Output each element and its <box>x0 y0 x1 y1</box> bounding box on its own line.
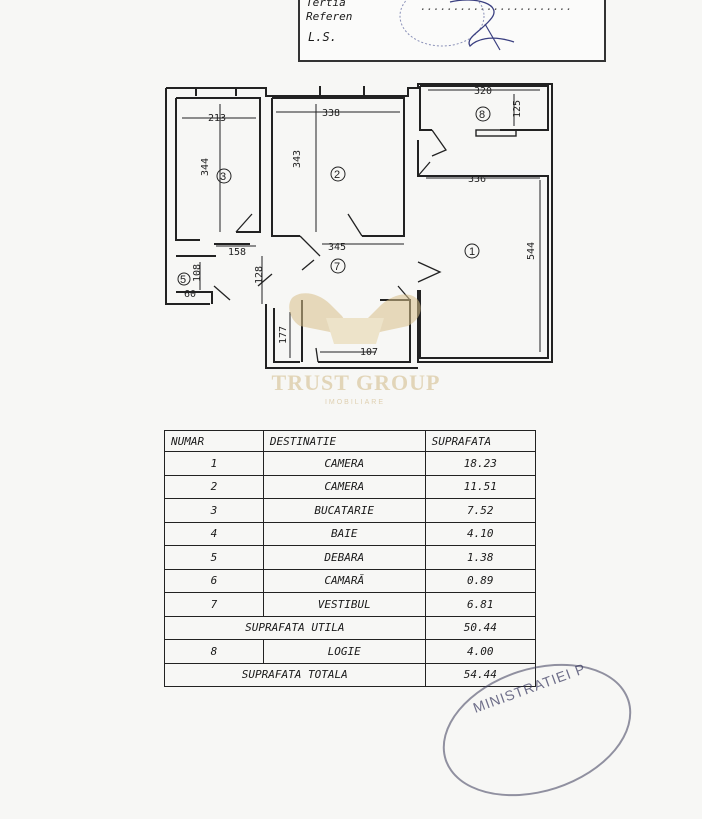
dim-320: 320 <box>474 86 492 97</box>
row-num: 6 <box>164 568 264 593</box>
room-8-label: 8 <box>479 109 485 121</box>
dim-108: 108 <box>192 264 203 282</box>
table-row: 4 BAIE 4.10 <box>164 521 537 546</box>
row-dest: CAMERA <box>262 474 426 499</box>
row-area: 6.81 <box>424 592 537 617</box>
row-area: 7.52 <box>424 498 537 523</box>
dim-158: 158 <box>228 247 246 258</box>
stamp-line-3: L.S. <box>308 30 337 44</box>
dim-338: 338 <box>322 108 340 119</box>
surface-table: NUMAR DESTINATIE SUPRAFATA 1 CAMERA 18.2… <box>164 430 537 687</box>
row-num: 8 <box>164 639 264 664</box>
useful-area-row: SUPRAFATA UTILA 50.44 <box>164 615 537 640</box>
useful-area-label: SUPRAFATA UTILA <box>164 615 426 640</box>
dim-343: 343 <box>292 150 303 168</box>
room-1-label: 1 <box>469 246 475 258</box>
dim-60: 60 <box>184 289 196 300</box>
row-dest: CAMERA <box>262 451 426 476</box>
room-2-label: 2 <box>334 169 340 181</box>
room-7-label: 7 <box>334 261 340 273</box>
row-num: 4 <box>164 521 264 546</box>
row-dest: CAMARĂ <box>262 568 426 593</box>
row-dest: BAIE <box>262 521 426 546</box>
row-dest: DEBARA <box>262 545 426 570</box>
watermark-subtitle: IMOBILIARE <box>324 399 386 406</box>
room-3-label: 3 <box>220 171 226 183</box>
stamp-line-1: Tertia <box>306 0 346 9</box>
header-destinatie: DESTINATIE <box>262 430 426 452</box>
dim-336: 336 <box>468 174 486 185</box>
table-row: 2 CAMERA 11.51 <box>164 474 537 499</box>
dim-107: 107 <box>360 347 378 358</box>
table-row: 5 DEBARA 1.38 <box>164 545 537 570</box>
row-num: 2 <box>164 474 264 499</box>
table-row: 3 BUCATARIE 7.52 <box>164 498 537 523</box>
watermark-logo-icon <box>289 293 421 344</box>
floor-plan-document: Tertia ....................... Referen L… <box>164 0 649 819</box>
total-area-label: SUPRAFATA TOTALA <box>164 662 426 687</box>
dim-128: 128 <box>254 266 265 284</box>
dim-213: 213 <box>208 113 226 124</box>
table-row: 7 VESTIBUL 6.81 <box>164 592 537 617</box>
total-area-value: 54.44 <box>424 662 537 687</box>
floor-plan: 213 338 320 125 344 343 336 544 158 345 … <box>165 83 553 369</box>
dim-177: 177 <box>278 326 289 344</box>
row-area: 0.89 <box>424 568 537 593</box>
row-dest: VESTIBUL <box>262 592 426 617</box>
dim-344: 344 <box>200 158 211 176</box>
dim-125: 125 <box>512 100 523 118</box>
table-header-row: NUMAR DESTINATIE SUPRAFATA <box>164 430 537 452</box>
table-row: 1 CAMERA 18.23 <box>164 451 537 476</box>
table-row: 6 CAMARĂ 0.89 <box>164 568 537 593</box>
stamp-line-partial: ....................... <box>420 0 573 13</box>
row-area: 1.38 <box>424 545 537 570</box>
stamp-line-2: Referen <box>306 10 353 23</box>
dim-544: 544 <box>526 242 537 260</box>
header-numar: NUMAR <box>164 430 264 452</box>
signature-icon <box>399 0 515 51</box>
header-suprafata: SUPRAFATA <box>424 430 537 452</box>
row-num: 7 <box>164 592 264 617</box>
row-area: 4.10 <box>424 521 537 546</box>
row-area: 18.23 <box>424 451 537 476</box>
row-num: 3 <box>164 498 264 523</box>
row-num: 5 <box>164 545 264 570</box>
row-num: 1 <box>164 451 264 476</box>
table-row: 8 LOGIE 4.00 <box>164 639 537 664</box>
useful-area-value: 50.44 <box>424 615 537 640</box>
row-dest: LOGIE <box>262 639 426 664</box>
dim-345: 345 <box>328 242 346 253</box>
room-5-label: 5 <box>180 274 186 286</box>
row-area: 11.51 <box>424 474 537 499</box>
total-area-row: SUPRAFATA TOTALA 54.44 <box>164 662 537 687</box>
row-area: 4.00 <box>424 639 537 664</box>
row-dest: BUCATARIE <box>262 498 426 523</box>
watermark-title: TRUST GROUP <box>271 370 441 395</box>
registration-stamp: Tertia ....................... Referen L… <box>298 0 606 62</box>
